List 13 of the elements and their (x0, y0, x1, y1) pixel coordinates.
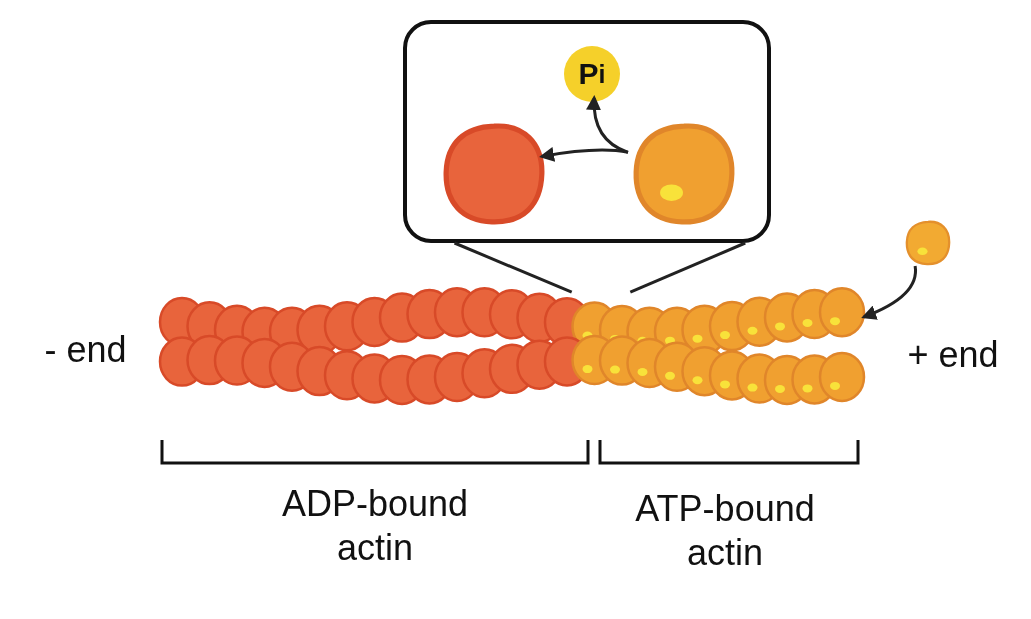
inset-box (403, 20, 771, 243)
zoom-line (629, 241, 746, 294)
arrow (861, 265, 917, 320)
arrow (586, 95, 629, 154)
end-label: + end (906, 333, 1000, 377)
region-label: ADP-bound actin (280, 482, 470, 570)
end-label: - end (43, 328, 128, 372)
arrow (539, 147, 629, 162)
atp-actin-monomer (905, 220, 951, 266)
atp-actin-monomer (632, 122, 736, 226)
adp-actin-monomer (442, 122, 546, 226)
zoom-line (453, 241, 573, 294)
region-label: ATP-bound actin (634, 487, 816, 575)
